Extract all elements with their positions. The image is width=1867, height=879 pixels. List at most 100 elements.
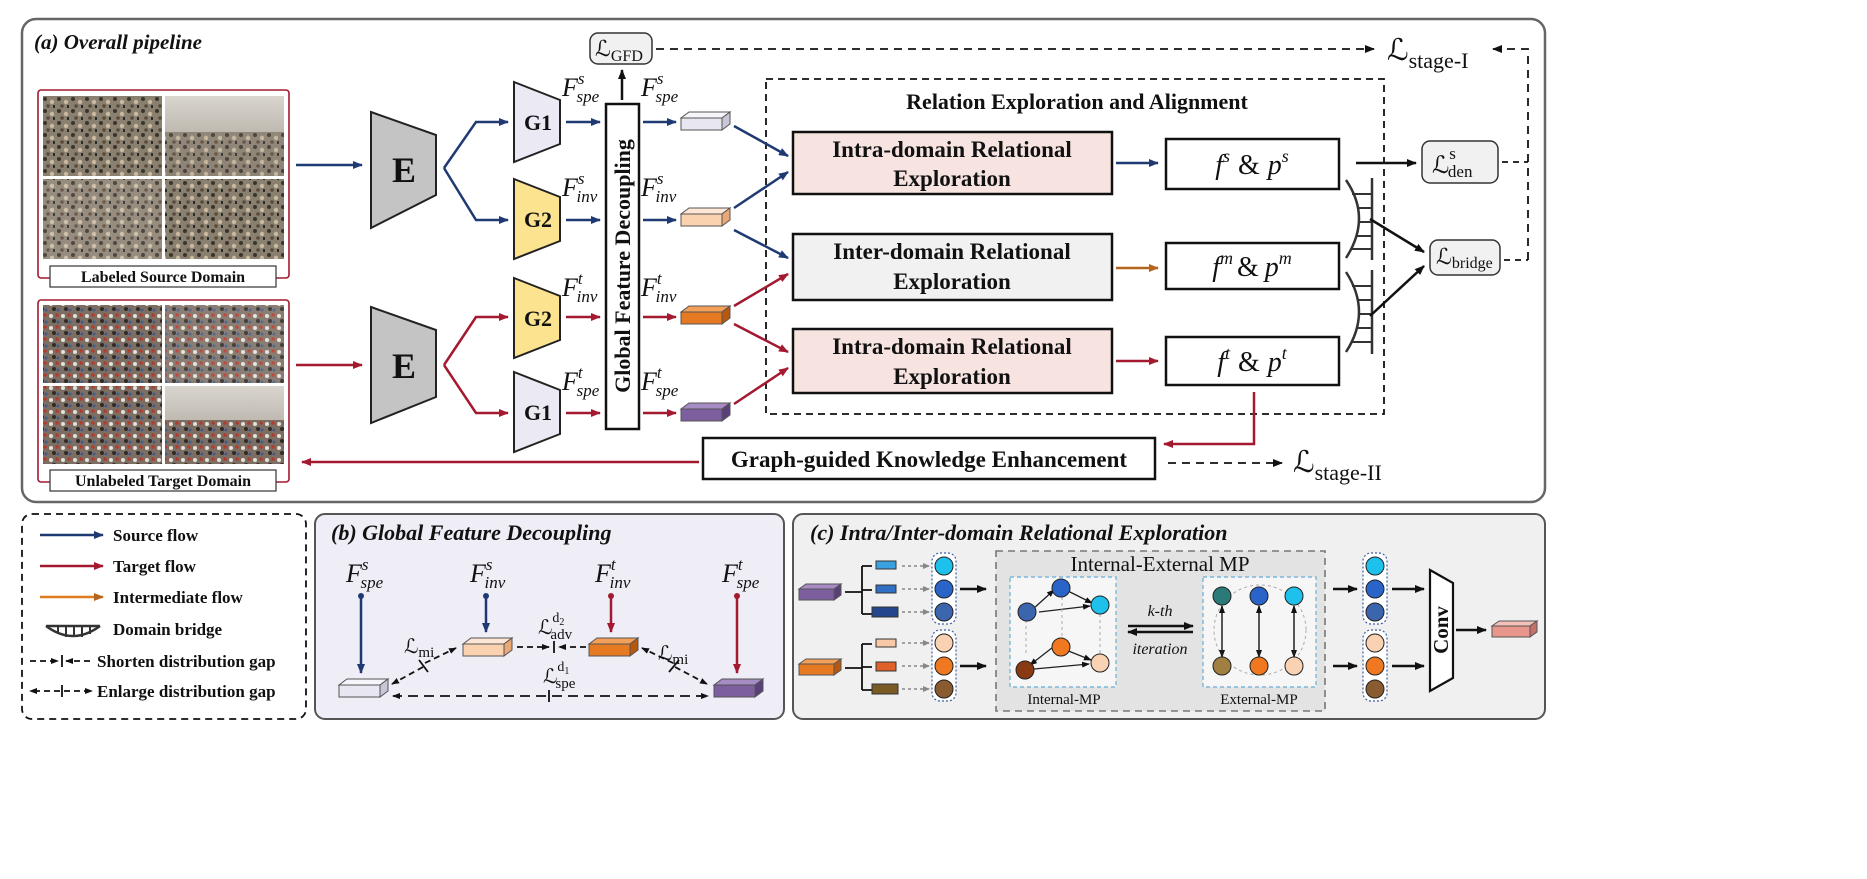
- svg-text:Source flow: Source flow: [113, 526, 199, 545]
- svg-text:Target flow: Target flow: [113, 557, 197, 576]
- legend-source-flow: Source flow: [40, 526, 199, 545]
- loss-gfd-box: [589, 32, 653, 65]
- domain-bridge-upper: [1344, 178, 1374, 260]
- internal-node-3: [1090, 595, 1110, 615]
- intra-target-line2: Exploration: [893, 364, 1011, 389]
- output-mid-box: [1164, 241, 1341, 291]
- block-spe-s: [679, 111, 732, 131]
- panel-b-mi-right-arrow-b: [674, 666, 708, 685]
- source-caption: Labeled Source Domain: [81, 269, 245, 286]
- out-node-top-2: [1365, 579, 1385, 599]
- rea-dashed-box: [765, 78, 1385, 415]
- output-mid: fm&pm: [1212, 248, 1292, 283]
- loss-stage2: ℒstage-II: [1293, 446, 1382, 485]
- output-target-box: [1164, 335, 1341, 387]
- panel-a-title: (a) Overall pipeline: [34, 30, 202, 54]
- loss-den-box: [1421, 140, 1499, 184]
- panel-b-loss-mi-left: ℒmi: [404, 636, 434, 661]
- panel-b-block-inv-s: [461, 637, 514, 657]
- panel-c-gray-arrows: [902, 563, 930, 692]
- svg-text:Domain bridge: Domain bridge: [113, 620, 223, 639]
- intra-source-line2: Exploration: [893, 166, 1011, 191]
- g1-source-label: G1: [524, 110, 552, 135]
- block-spe-t: [679, 402, 732, 422]
- inter-line2: Exploration: [893, 269, 1011, 294]
- g2-target: [513, 276, 561, 360]
- panel-c-input-orange: [797, 658, 843, 676]
- external-mp-ring: [1213, 584, 1307, 676]
- svg-text:Shorten distribution gap: Shorten distribution gap: [97, 652, 276, 671]
- node-bot-2: [934, 656, 954, 676]
- gfd-box-label: Global Feature Decoupling: [610, 139, 635, 393]
- loss-bridge-box: [1429, 239, 1501, 276]
- block-inv-t: [679, 305, 732, 325]
- spe-s-to-intra-s-arrow: [733, 124, 789, 158]
- intra-target-line1: Intra-domain Relational: [832, 334, 1072, 359]
- panel-b-mi-left-tick: [418, 659, 429, 673]
- loss-bridge: ℒbridge: [1436, 244, 1493, 272]
- node-top-1: [934, 556, 954, 576]
- encoder-target-label: E: [392, 346, 416, 386]
- source-branch-g1-arrow: [442, 118, 509, 169]
- external-mp-label: External-MP: [1220, 692, 1297, 708]
- g1-source: [513, 80, 561, 164]
- bridge-up-to-loss-bridge-arrow: [1369, 217, 1425, 254]
- g2-target-label: G2: [524, 306, 552, 331]
- intra-source-box: [791, 130, 1114, 196]
- target-caption: Unlabeled Target Domain: [75, 473, 251, 490]
- external-node-3: [1284, 586, 1304, 606]
- spe-t-to-intra-t-arrow: [733, 366, 789, 406]
- out-node-top-3: [1365, 602, 1385, 622]
- internal-node-4: [1051, 637, 1071, 657]
- out-node-bot-1: [1365, 633, 1385, 653]
- g1-target-label: G1: [524, 400, 552, 425]
- inv-t-to-intra-t-arrow: [733, 322, 789, 354]
- out-node-bot-2: [1365, 656, 1385, 676]
- panel-c-output-block: [1490, 620, 1539, 638]
- conv-block: [1428, 568, 1455, 693]
- inter-line1: Inter-domain Relational: [833, 239, 1070, 264]
- encoder-target: [370, 305, 437, 425]
- iteration-label: iteration: [1132, 641, 1187, 658]
- encoder-source-label: E: [392, 150, 416, 190]
- kth-label: k-th: [1148, 603, 1173, 620]
- external-node-4: [1212, 656, 1232, 676]
- output-target: ft&pt: [1217, 343, 1288, 378]
- loss-gfd: ℒGFD: [595, 36, 643, 65]
- bridge-low-to-loss-bridge-arrow: [1369, 265, 1425, 317]
- g2-source-label: G2: [524, 207, 552, 232]
- external-mp-graph: [1219, 605, 1297, 658]
- out-node-top-1: [1365, 556, 1385, 576]
- node-bot-3: [934, 679, 954, 699]
- intra-target-box: [791, 327, 1114, 395]
- external-node-6: [1284, 656, 1304, 676]
- block-inv-s: [679, 207, 732, 227]
- panel-b-frame: [314, 513, 785, 720]
- g1-target: [513, 370, 561, 454]
- panel-b-mi-left-arrow-a: [391, 666, 424, 685]
- gke-box: [701, 436, 1157, 481]
- domain-bridge-lower: [1344, 270, 1374, 354]
- panel-b-block-inv-t: [587, 637, 640, 657]
- internal-mp-label: Internal-MP: [1027, 692, 1100, 708]
- inv-t-to-inter-arrow: [733, 272, 789, 308]
